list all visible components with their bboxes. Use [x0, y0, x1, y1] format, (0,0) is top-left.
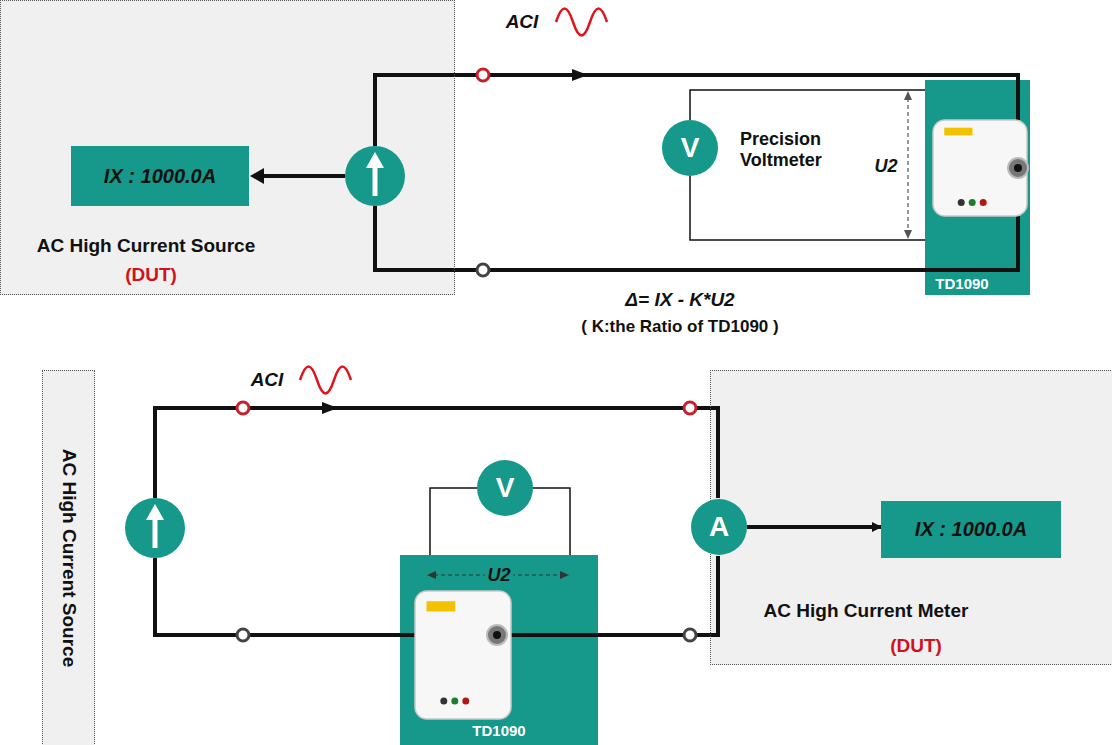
- dut-panel: AC High Current Source (DUT) IX : 1000.0A: [0, 0, 455, 295]
- dut-tag: (DUT): [890, 635, 942, 657]
- dimension-arrow: [904, 91, 912, 100]
- panel-title: AC High Current Source: [37, 235, 256, 257]
- voltage-name: U2: [871, 156, 900, 177]
- ac-wave-symbol: [556, 9, 607, 36]
- wire: [375, 206, 925, 270]
- voltmeter-symbol: VPrecision Voltmeter: [662, 120, 718, 176]
- signal-name: ACI: [506, 11, 539, 33]
- instrument-name: Precision Voltmeter: [740, 129, 840, 170]
- current-source-symbol: [345, 146, 405, 206]
- dut-panel: AC High Current Meter (DUT) A IX : 1000.0A: [710, 370, 1112, 665]
- dimension-line: [907, 98, 908, 232]
- formula-note: ( K:the Ratio of TD1090 ): [581, 317, 778, 337]
- dut-tag: (DUT): [125, 264, 177, 286]
- sense-lead: [690, 90, 925, 120]
- readout-arrow: [747, 525, 881, 529]
- sense-lead: [430, 488, 477, 555]
- panel-title: AC High Current Meter: [764, 600, 969, 622]
- readout-box: IX : 1000.0A: [71, 146, 249, 206]
- terminal: [237, 629, 249, 641]
- meter-letter: V: [496, 472, 515, 504]
- ammeter-symbol: A: [691, 499, 747, 555]
- terminal: [477, 69, 489, 81]
- readout-value: IX : 1000.0A: [915, 518, 1027, 541]
- meter-letter: V: [681, 132, 700, 164]
- current-direction-arrow: [572, 69, 588, 81]
- terminal: [477, 264, 489, 276]
- current-sensor-box: TD1090: [925, 80, 1030, 295]
- panel-title: AC High Current Source: [58, 449, 80, 668]
- current-source-symbol: [125, 498, 185, 558]
- formula: Δ= IX - K*U2: [625, 289, 734, 311]
- source-panel-fill: [42, 370, 95, 745]
- voltmeter-symbol: V: [477, 460, 533, 516]
- source-panel: AC High Current Source: [42, 370, 95, 745]
- sense-lead: [690, 176, 925, 240]
- model-name: TD1090: [472, 722, 525, 739]
- readout-box: IX : 1000.0A: [881, 501, 1061, 558]
- signal-name: ACI: [251, 369, 284, 391]
- readout-value: IX : 1000.0A: [104, 165, 216, 188]
- terminal: [684, 402, 696, 414]
- meter-letter: A: [709, 511, 729, 543]
- readout-arrow: [262, 174, 345, 178]
- ac-wave-symbol: [300, 367, 351, 394]
- dut-panel-fill: [710, 370, 1112, 665]
- sensor-illustration: [925, 80, 1030, 295]
- model-name: TD1090: [935, 275, 988, 292]
- terminal: [237, 402, 249, 414]
- sense-lead: [533, 488, 570, 555]
- dut-panel-fill: [0, 0, 455, 295]
- dimension-arrow: [904, 230, 912, 239]
- terminal: [684, 629, 696, 641]
- wire: [155, 408, 718, 498]
- current-direction-arrow: [322, 402, 338, 414]
- readout-arrow-head: [250, 168, 264, 184]
- voltage-name: U2: [484, 565, 513, 586]
